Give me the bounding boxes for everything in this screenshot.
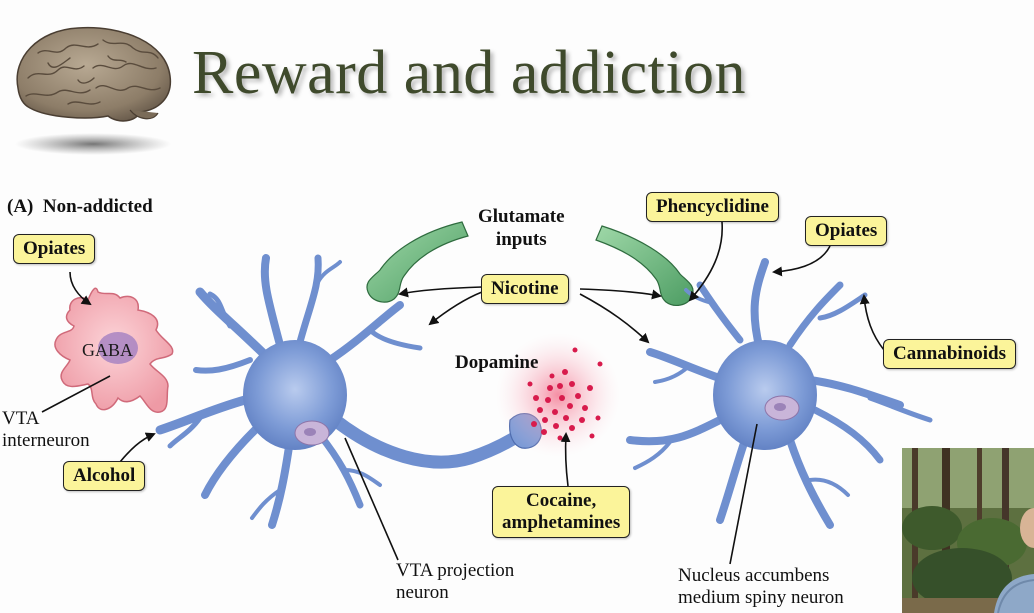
glutamate-terminal-left [366, 221, 469, 303]
arrow-opiates-right [772, 245, 831, 277]
dopamine-dots [527, 347, 603, 441]
presenter-video [902, 448, 1034, 613]
cocaine-tag: Cocaine, amphetamines [492, 486, 631, 538]
dopamine-label: Dopamine [455, 352, 539, 373]
slide-title: Reward and addiction [192, 39, 747, 107]
glutamate-terminal-right [595, 225, 694, 306]
vta-interneuron-label: VTA interneuron [2, 408, 90, 451]
arrow-nicotine-glutamate-right [579, 288, 662, 300]
cannabinoids-tag: Cannabinoids [883, 339, 1017, 369]
vta-projection-label: VTA projection neuron [396, 560, 515, 603]
phencyclidine-tag: Phencyclidine [646, 192, 779, 222]
arrow-nicotine-glutamate-left [398, 286, 483, 298]
arrow-phencyclidine [688, 221, 723, 302]
nicotine-tag: Nicotine [481, 274, 569, 304]
pointer-vta-projection [344, 437, 399, 561]
dopamine-cloud [496, 333, 620, 457]
pointer-vta-interneuron [41, 375, 111, 413]
nucleus-accumbens-label: Nucleus accumbens medium spiny neuron [678, 565, 844, 608]
opiates-left-tag: Opiates [13, 234, 96, 264]
nucleus-accumbens-soma [713, 340, 817, 450]
arrow-cannabinoids [859, 294, 885, 351]
brain-image [15, 26, 172, 155]
arrow-opiates-left [69, 271, 92, 306]
arrow-nicotine-nucleus [579, 293, 650, 344]
panel-label: (A) Non-addicted [7, 196, 153, 217]
opiates-right-tag: Opiates [805, 216, 888, 246]
pointer-nucleus [729, 423, 758, 565]
glutamate-label: Glutamate inputs [478, 206, 565, 250]
arrow-nicotine-vta [428, 291, 483, 326]
arrow-cocaine [560, 432, 571, 487]
gaba-label: GABA [82, 340, 134, 360]
arrow-alcohol [119, 432, 156, 463]
alcohol-tag: Alcohol [63, 461, 146, 491]
